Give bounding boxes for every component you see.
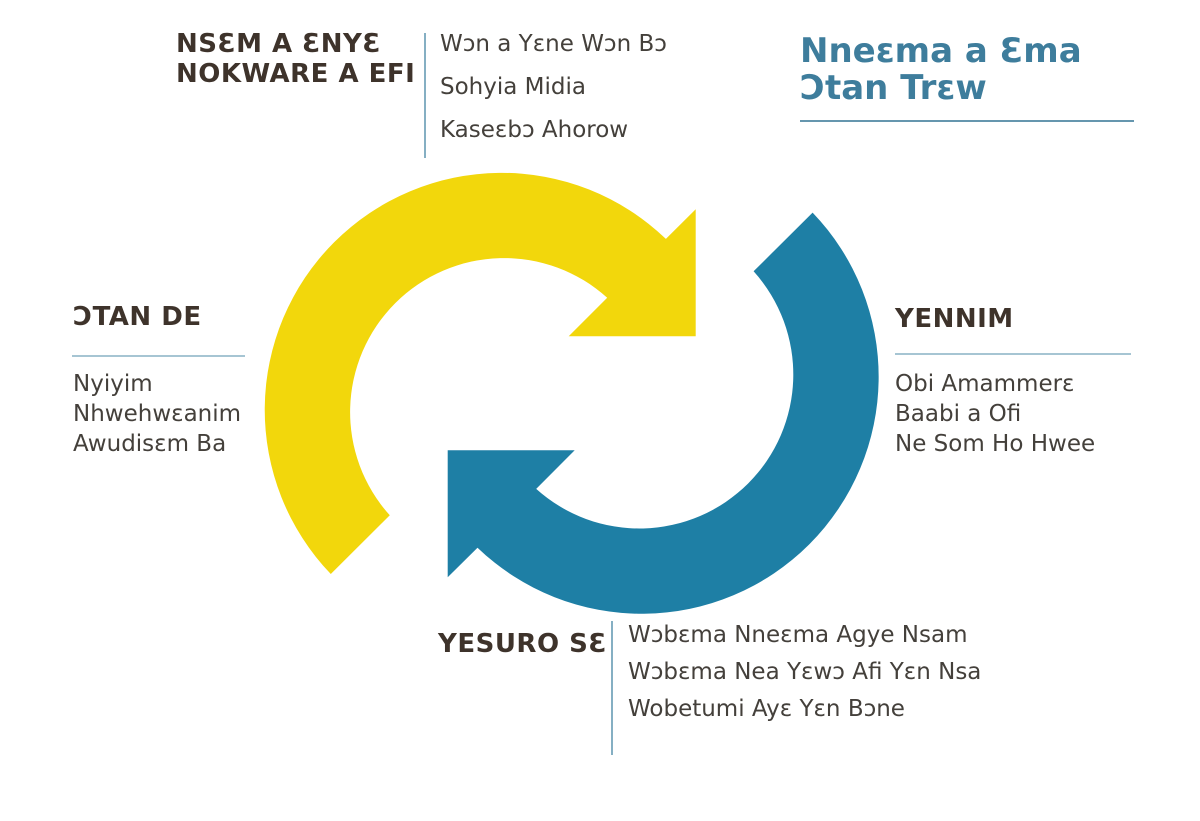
list-item: Wɔn a Yɛne Wɔn Bɔ — [440, 31, 667, 57]
section-right-heading: YENNIM — [895, 304, 1014, 334]
section-left-list: Nyiyim Nhwehwɛanim Awudisɛm Ba — [73, 369, 241, 459]
section-top-list: Wɔn a Yɛne Wɔn Bɔ Sohyia Midia Kaseɛbɔ A… — [440, 23, 667, 152]
list-item: Obi Amammerɛ — [895, 371, 1075, 397]
section-top-heading: NSƐM A ƐNYƐ NOKWARE A EFI — [176, 29, 415, 89]
list-item: Nyiyim — [73, 371, 153, 397]
blue-cycle-arrow — [447, 212, 879, 614]
section-top-heading-line2: NOKWARE A EFI — [176, 59, 416, 89]
yellow-cycle-arrow — [264, 172, 696, 574]
section-left-heading: ƆTAN DE — [73, 302, 202, 332]
bottom-section-divider-line — [611, 621, 613, 755]
list-item: Wɔbɛma Nea Yɛwɔ Afi Yɛn Nsa — [628, 659, 982, 685]
list-item: Wɔbɛma Nneɛma Agye Nsam — [628, 622, 968, 648]
section-bottom-heading: YESURO SƐ — [438, 629, 607, 659]
list-item: Baabi a Ofi — [895, 401, 1022, 427]
diagram-title-line2: Ɔtan Trɛw — [800, 68, 987, 108]
diagram-title-line1: Nneɛma a Ɛma — [800, 31, 1082, 71]
list-item: Nhwehwɛanim — [73, 401, 242, 427]
diagram-title-underline — [800, 120, 1134, 122]
diagram-title: Nneɛma a Ɛma Ɔtan Trɛw — [800, 33, 1082, 107]
right-section-underline — [895, 353, 1131, 355]
section-top-heading-line1: NSƐM A ƐNYƐ — [176, 29, 381, 59]
list-item: Sohyia Midia — [440, 74, 586, 100]
list-item: Ne Som Ho Hwee — [895, 431, 1096, 457]
section-bottom-list: Wɔbɛma Nneɛma Agye Nsam Wɔbɛma Nea Yɛwɔ … — [628, 617, 981, 728]
list-item: Awudisɛm Ba — [73, 431, 227, 457]
left-section-underline — [72, 355, 245, 357]
list-item: Wobetumi Ayɛ Yɛn Bɔne — [628, 696, 905, 722]
list-item: Kaseɛbɔ Ahorow — [440, 117, 629, 143]
section-right-list: Obi Amammerɛ Baabi a Ofi Ne Som Ho Hwee — [895, 369, 1095, 459]
top-section-divider-line — [424, 33, 426, 158]
